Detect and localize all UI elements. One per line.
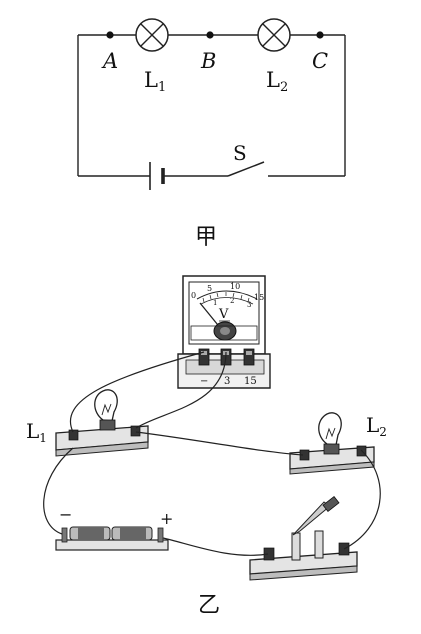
lamp-l1-symbol <box>135 18 169 52</box>
battery-minus-label: − <box>59 505 72 524</box>
lamp-l2-holder <box>289 412 375 475</box>
voltmeter: 0 5 10 15 1 2 3 V <box>177 275 271 389</box>
lamp-l1-physical-label: L1 <box>26 419 47 445</box>
voltmeter-tick-10: 10 <box>230 282 240 291</box>
battery-holder <box>55 526 169 551</box>
wire-l1-to-voltmeter-neg <box>70 351 205 433</box>
schematic-diagram: A B C L1 L2 S 甲 <box>77 18 346 250</box>
voltmeter-tick-0: 0 <box>191 291 196 300</box>
voltmeter-tick-2: 2 <box>230 297 234 305</box>
switch-label: S <box>233 141 247 165</box>
lamp-l2-bulb <box>318 412 342 446</box>
lamp-l2-symbol <box>257 18 291 52</box>
voltmeter-tick-1: 1 <box>213 299 217 307</box>
physical-diagram: 0 5 10 15 1 2 3 V <box>26 275 387 618</box>
node-c-dot <box>316 31 324 39</box>
node-c-label: C <box>312 49 328 73</box>
lamp-l2-label: L2 <box>266 68 288 95</box>
wire-battery-to-switch <box>162 537 269 556</box>
caption-yi: 乙 <box>198 593 220 618</box>
caption-jia: 甲 <box>195 225 217 250</box>
wire-l2-to-switch <box>343 449 381 550</box>
voltmeter-label-15: 15 <box>244 376 257 387</box>
knife-switch <box>249 495 358 581</box>
voltmeter-tick-5: 5 <box>207 284 212 293</box>
lamp-l1-bulb <box>94 389 118 422</box>
wire-l1-to-battery <box>43 447 74 535</box>
wire-l1-to-voltmeter-3 <box>135 351 227 429</box>
voltmeter-label-neg: − <box>200 376 208 387</box>
voltmeter-label-3: 3 <box>224 376 230 387</box>
lamp-l1-label: L1 <box>144 68 166 95</box>
lamp-l1-holder <box>55 389 149 457</box>
lamp-l2-physical-label: L2 <box>366 413 387 439</box>
node-a-label: A <box>101 49 118 73</box>
voltmeter-tick-15: 15 <box>254 293 264 302</box>
lamp-l1-terminal-left <box>68 429 79 441</box>
voltmeter-symbol: V <box>218 307 229 322</box>
switch-symbol <box>227 161 265 177</box>
wire-l1-to-l2 <box>135 431 304 456</box>
node-b-label: B <box>200 49 216 73</box>
node-b-dot <box>206 31 214 39</box>
voltmeter-terminal-neg <box>198 348 210 366</box>
voltmeter-tick-3: 3 <box>247 301 251 309</box>
voltmeter-terminal-15 <box>243 348 255 366</box>
node-a-dot <box>106 31 114 39</box>
battery-symbol <box>149 162 165 190</box>
lamp-l1-terminal-right <box>130 425 141 437</box>
battery-plus-label: + <box>160 509 173 528</box>
voltmeter-scale-arc <box>196 290 258 300</box>
